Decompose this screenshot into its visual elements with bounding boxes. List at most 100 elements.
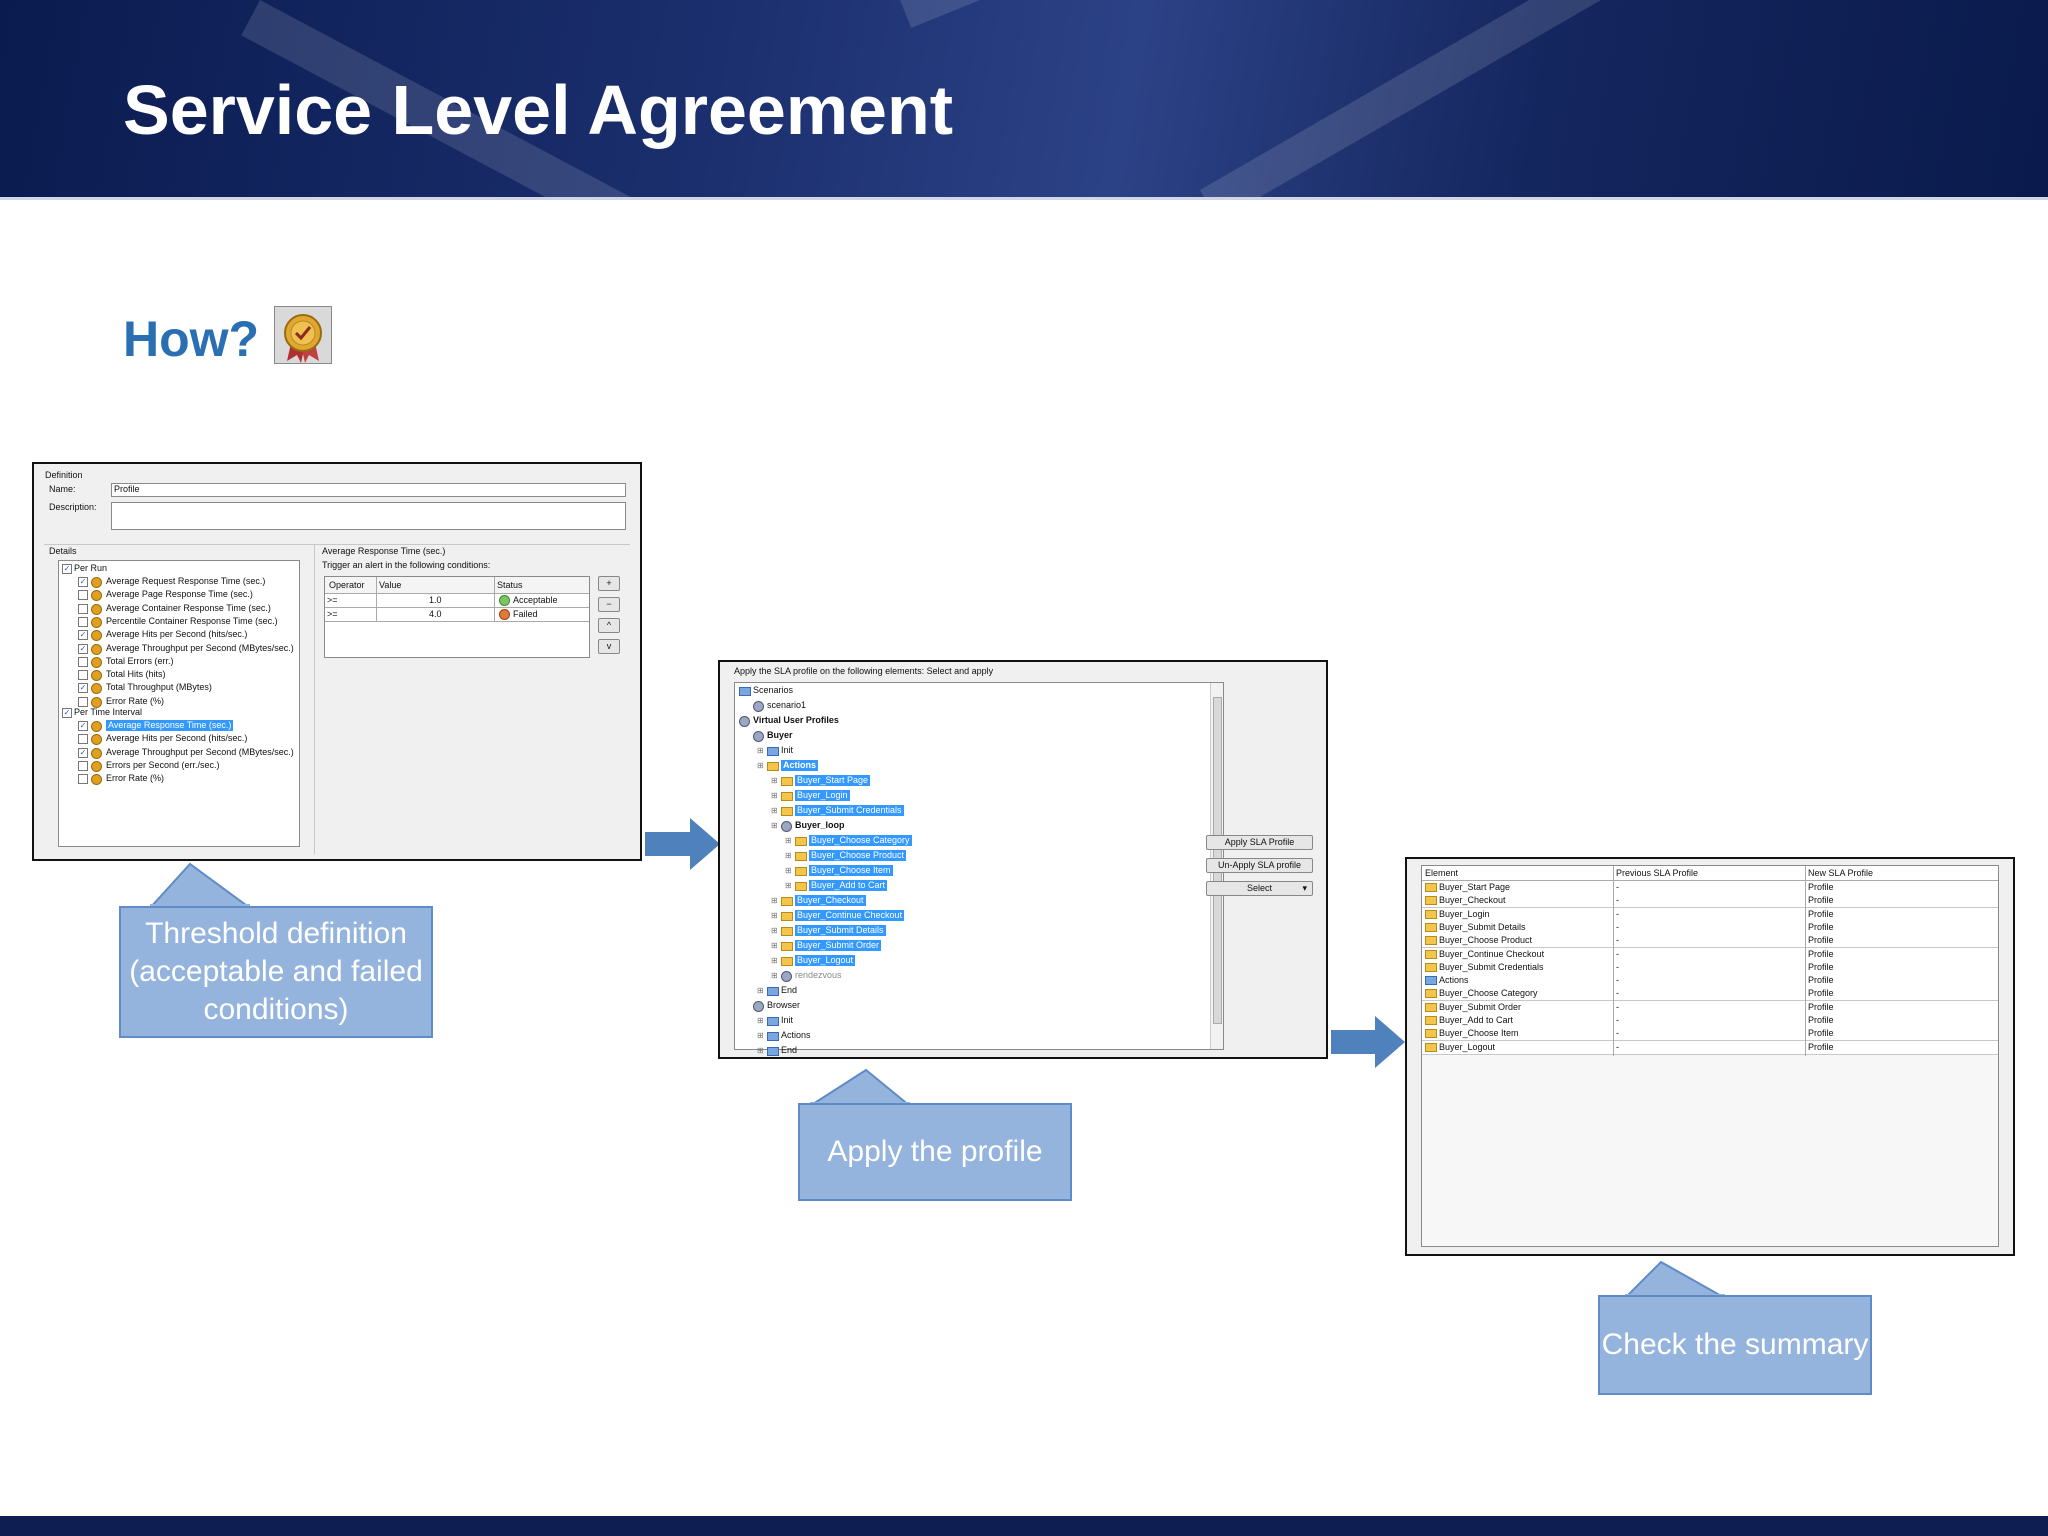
tree-item[interactable]: Init xyxy=(781,1015,794,1025)
expand-icon[interactable]: ⊞ xyxy=(771,791,778,800)
table-row[interactable]: Buyer_Checkout-Profile xyxy=(1422,894,1998,909)
metric-checkbox[interactable] xyxy=(78,774,88,785)
tree-item[interactable]: End xyxy=(781,985,798,995)
expand-icon[interactable]: ⊞ xyxy=(757,761,764,770)
metric-label[interactable]: Percentile Container Response Time (sec.… xyxy=(106,615,278,626)
tree-item[interactable]: Scenarios xyxy=(753,685,794,695)
table-row[interactable]: Buyer_Continue Checkout-Profile xyxy=(1422,947,1998,962)
tree-item[interactable]: Buyer xyxy=(767,730,793,740)
table-row[interactable]: Buyer_Start Page-Profile xyxy=(1422,881,1998,895)
name-field[interactable]: Profile xyxy=(111,483,626,497)
tree-item[interactable]: Buyer_Submit Order xyxy=(795,940,882,951)
table-row[interactable]: Buyer_Submit Order-Profile xyxy=(1422,1000,1998,1015)
metric-checkbox[interactable] xyxy=(78,696,88,707)
expand-icon[interactable]: ⊞ xyxy=(785,881,792,890)
row1-operator[interactable]: >= xyxy=(327,595,338,605)
expand-icon[interactable]: ⊞ xyxy=(771,896,778,905)
row2-operator[interactable]: >= xyxy=(327,609,338,619)
move-down-button[interactable]: v xyxy=(598,639,620,654)
tree-item[interactable]: End xyxy=(781,1045,798,1055)
expand-icon[interactable]: ⊞ xyxy=(785,851,792,860)
tree-item[interactable]: Buyer_Submit Credentials xyxy=(795,805,904,816)
metric-checkbox[interactable] xyxy=(78,670,88,681)
tree-item[interactable]: Actions xyxy=(781,1030,811,1040)
table-row[interactable]: Buyer_Choose Category-Profile xyxy=(1422,987,1998,1002)
tree-item[interactable]: Buyer_Start Page xyxy=(795,775,871,786)
tree-item[interactable]: Init xyxy=(781,745,794,755)
metric-label[interactable]: Error Rate (%) xyxy=(106,773,165,784)
metric-checkbox[interactable] xyxy=(78,616,88,627)
metric-checkbox[interactable] xyxy=(78,577,88,587)
expand-icon[interactable]: ⊞ xyxy=(771,911,778,920)
expand-icon[interactable]: ⊞ xyxy=(771,941,778,950)
expand-icon[interactable]: ⊞ xyxy=(757,1031,764,1040)
tree-item[interactable]: Buyer_loop xyxy=(795,820,845,830)
metric-checkbox[interactable] xyxy=(78,656,88,667)
metric-label[interactable]: Average Page Response Time (sec.) xyxy=(106,589,253,600)
row2-value[interactable]: 4.0 xyxy=(429,609,442,619)
per-time-interval-checkbox[interactable] xyxy=(62,708,72,718)
expand-icon[interactable]: ⊞ xyxy=(771,956,778,965)
unapply-sla-profile-button[interactable]: Un-Apply SLA profile xyxy=(1206,858,1313,873)
table-row[interactable]: Buyer_Logout-Profile xyxy=(1422,1040,1998,1055)
table-row[interactable]: Buyer_Submit Details-Profile xyxy=(1422,920,1998,935)
expand-icon[interactable]: ⊞ xyxy=(771,776,778,785)
table-row[interactable]: Buyer_Choose Item-Profile xyxy=(1422,1027,1998,1042)
tree-item[interactable]: Browser xyxy=(767,1000,801,1010)
metric-label[interactable]: Average Request Response Time (sec.) xyxy=(106,576,266,586)
expand-icon[interactable]: ⊞ xyxy=(785,836,792,845)
row1-value[interactable]: 1.0 xyxy=(429,595,442,605)
remove-condition-button[interactable]: − xyxy=(598,597,620,612)
table-row[interactable]: Buyer_Submit Credentials-Profile xyxy=(1422,960,1998,975)
tree-item[interactable]: Buyer_Logout xyxy=(795,955,856,966)
tree-item[interactable]: Buyer_Checkout xyxy=(795,895,866,906)
expand-icon[interactable]: ⊞ xyxy=(771,806,778,815)
panel-splitter[interactable] xyxy=(314,544,315,854)
metric-label[interactable]: Errors per Second (err./sec.) xyxy=(106,759,220,770)
metric-label[interactable]: Average Throughput per Second (MBytes/se… xyxy=(106,746,294,757)
tree-item[interactable]: Buyer_Continue Checkout xyxy=(795,910,905,921)
metric-checkbox[interactable] xyxy=(78,590,88,601)
metric-checkbox[interactable] xyxy=(78,630,88,641)
table-row[interactable]: Buyer_Choose Product-Profile xyxy=(1422,934,1998,949)
row2-status[interactable]: Failed xyxy=(513,609,538,619)
row1-status[interactable]: Acceptable xyxy=(513,595,558,605)
metric-label[interactable]: Average Hits per Second (hits/sec.) xyxy=(106,733,248,744)
add-condition-button[interactable]: + xyxy=(598,576,620,591)
expand-icon[interactable]: ⊞ xyxy=(757,1016,764,1025)
tree-item[interactable]: Actions xyxy=(781,760,819,771)
metric-checkbox[interactable] xyxy=(78,760,88,771)
tree-item[interactable]: Buyer_Login xyxy=(795,790,850,801)
metric-checkbox[interactable] xyxy=(78,643,88,654)
metric-checkbox[interactable] xyxy=(78,683,88,694)
metric-label[interactable]: Total Errors (err.) xyxy=(106,655,174,666)
expand-icon[interactable]: ⊞ xyxy=(757,986,764,995)
expand-icon[interactable]: ⊞ xyxy=(757,746,764,755)
expand-icon[interactable]: ⊞ xyxy=(771,926,778,935)
metric-label[interactable]: Average Hits per Second (hits/sec.) xyxy=(106,629,248,640)
tree-item[interactable]: Buyer_Choose Product xyxy=(809,850,907,861)
expand-icon[interactable]: ⊞ xyxy=(785,866,792,875)
metric-checkbox[interactable] xyxy=(78,747,88,758)
select-dropdown-button[interactable]: Select ▾ xyxy=(1206,881,1313,896)
description-field[interactable] xyxy=(111,502,626,530)
metric-label[interactable]: Total Hits (hits) xyxy=(106,669,166,680)
metric-label[interactable]: Average Response Time (sec.) xyxy=(106,720,234,731)
expand-icon[interactable]: ⊞ xyxy=(771,821,778,830)
tree-item[interactable]: scenario1 xyxy=(767,700,807,710)
tree-item[interactable]: Buyer_Add to Cart xyxy=(809,880,888,891)
tree-item[interactable]: Buyer_Choose Item xyxy=(809,865,893,876)
metric-checkbox[interactable] xyxy=(78,721,88,731)
tree-item[interactable]: rendezvous xyxy=(795,970,842,980)
tree-item[interactable]: Buyer_Choose Category xyxy=(809,835,912,846)
metric-checkbox[interactable] xyxy=(78,603,88,614)
metric-checkbox[interactable] xyxy=(78,734,88,745)
move-up-button[interactable]: ^ xyxy=(598,618,620,633)
metric-label[interactable]: Average Container Response Time (sec.) xyxy=(106,602,271,613)
expand-icon[interactable]: ⊞ xyxy=(757,1046,764,1055)
metric-label[interactable]: Total Throughput (MBytes) xyxy=(106,682,212,693)
tree-item[interactable]: Buyer_Submit Details xyxy=(795,925,886,936)
metric-label[interactable]: Average Throughput per Second (MBytes/se… xyxy=(106,642,294,653)
table-row[interactable]: Buyer_Login-Profile xyxy=(1422,907,1998,922)
apply-sla-profile-button[interactable]: Apply SLA Profile xyxy=(1206,835,1313,850)
